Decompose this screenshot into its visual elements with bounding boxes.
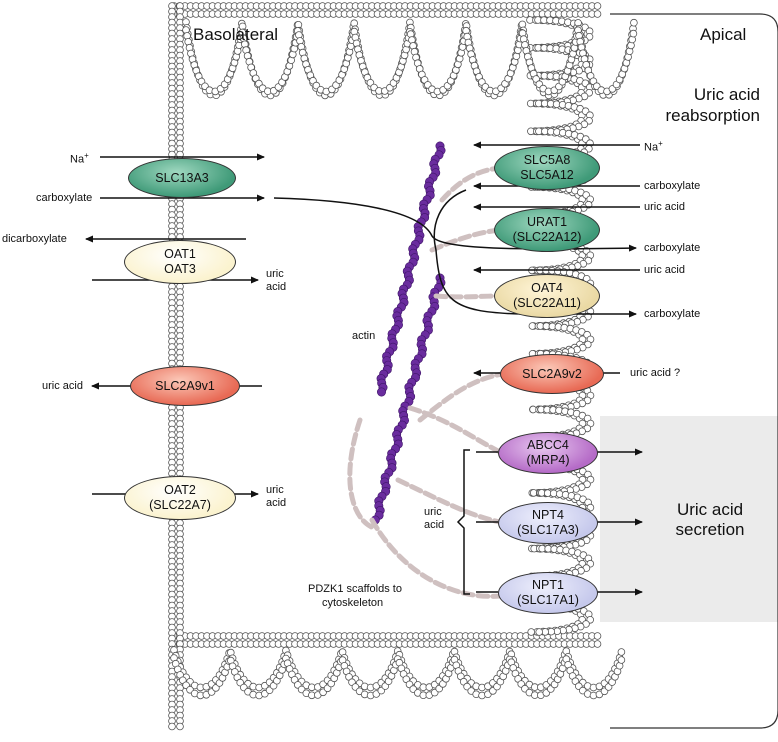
transporter-oat2: OAT2(SLC22A7): [124, 476, 236, 520]
pdzk1-label-line2: cytoskeleton: [322, 597, 384, 609]
uric-acid-group-line1: uric: [424, 506, 442, 518]
reabsorption-title-line1: Uric acid: [693, 85, 760, 104]
transporter-npt1: NPT1(SLC17A1): [498, 572, 598, 614]
substrate-uric-oat2-line2: acid: [266, 497, 287, 509]
substrate-carboxylate-r2: carboxylate: [644, 242, 701, 254]
actin-filaments: [370, 141, 446, 525]
secretion-title-line1: Uric acid: [676, 500, 744, 519]
substrate-uric-oat1-line2: acid: [266, 281, 287, 293]
pdzk1-label-line1: PDZK1 scaffolds to: [308, 583, 402, 595]
secretion-region: [600, 416, 778, 622]
substrate-dicarboxylate: dicarboxylate: [2, 233, 67, 245]
basolateral-label: Basolateral: [193, 25, 279, 44]
transporter-slc13a3: SLC13A3: [128, 158, 236, 198]
substrate-carboxylate-r1: carboxylate: [644, 180, 701, 192]
reabsorption-title-line2: reabsorption: [665, 106, 760, 125]
actin-label: actin: [352, 330, 376, 342]
substrate-carboxylate-r3: carboxylate: [644, 308, 701, 320]
transporter-npt4: NPT4(SLC17A3): [498, 502, 598, 544]
transporter-oat4: OAT4(SLC22A11): [494, 274, 600, 318]
substrate-na-left: Na+: [70, 151, 89, 166]
transporter-abcc4: ABCC4(MRP4): [498, 432, 598, 474]
transporter-slc2a9v1: SLC2A9v1: [130, 366, 240, 406]
substrate-na-right: Na+: [644, 139, 663, 154]
substrate-uric-oat1-line1: uric: [266, 268, 284, 280]
transporter-slc2a9v2: SLC2A9v2: [500, 354, 604, 394]
substrate-uric-oat2-line1: uric: [266, 484, 284, 496]
apical-boundary: [610, 13, 778, 729]
secretion-title-line2: secretion: [675, 520, 745, 539]
uric-acid-group-line2: acid: [424, 519, 445, 531]
pdzk1-scaffolds: [347, 165, 505, 599]
substrate-uric-slc2a9v1: uric acid: [42, 380, 83, 392]
transporter-urat1: URAT1(SLC22A12): [494, 208, 600, 252]
substrate-uric-r1: uric acid: [644, 201, 685, 213]
substrate-uric-r2: uric acid: [644, 264, 685, 276]
substrate-uric-question: uric acid ?: [630, 367, 681, 379]
substrate-carboxylate-left: carboxylate: [36, 192, 93, 204]
apical-label: Apical: [700, 25, 747, 44]
